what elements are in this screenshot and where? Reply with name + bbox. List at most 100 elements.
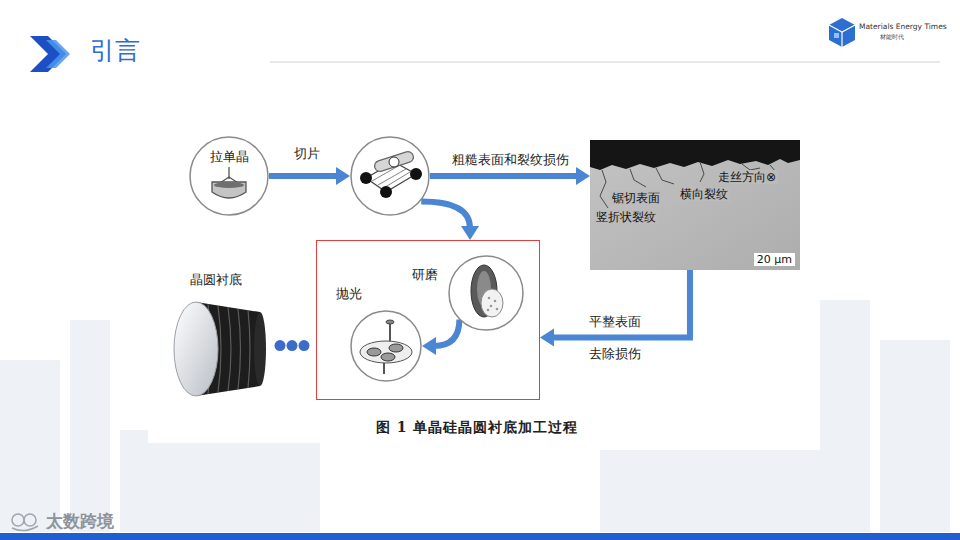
- dotted-link: [275, 340, 310, 351]
- node-label: 切片: [294, 146, 320, 161]
- header-chevron: [30, 36, 70, 72]
- node-illustration-part-part: [590, 140, 800, 270]
- arrow-line: [552, 270, 690, 338]
- micrograph: 走丝方向⊗横向裂纹锯切表面竖折状裂纹20 μm: [590, 140, 800, 270]
- arrow-head: [576, 167, 590, 185]
- logo-cube-part: [829, 18, 855, 47]
- figure-caption: 图 1 单晶硅晶圆衬底加工过程: [376, 418, 579, 436]
- skyline-part: [120, 430, 320, 532]
- header-chevron-part: [46, 40, 70, 68]
- node-illustration-part: [448, 255, 524, 331]
- node-illustration-part-part: [656, 168, 674, 184]
- node-illustration-part-part: [481, 289, 503, 317]
- node-label: 20 μm: [754, 253, 795, 266]
- skyline-part: [820, 300, 870, 532]
- logo-text: Materials Energy Times: [859, 22, 947, 31]
- edge-label: 平整表面: [587, 314, 643, 329]
- node-illustration: [350, 136, 430, 216]
- node-label: 研磨: [412, 267, 438, 282]
- skyline-part: [0, 360, 60, 532]
- process-circle: 研磨: [448, 255, 524, 331]
- node-illustration-part-part: [490, 305, 493, 308]
- flow-arrow: [430, 167, 590, 185]
- node-illustration-part-part: [367, 348, 381, 356]
- node-illustration-part-part: [351, 137, 429, 215]
- node-illustration-part: [168, 298, 268, 400]
- watermark-icon-part: [12, 514, 24, 526]
- node-illustration-part-part: [590, 140, 800, 170]
- flow-arrow: [269, 167, 350, 185]
- node-illustration-part-part: [380, 186, 392, 198]
- skyline-part: [70, 320, 110, 532]
- logo-cube-part: [829, 25, 855, 32]
- node-illustration-part-part: [496, 308, 499, 311]
- node-illustration-part-part: [381, 353, 395, 361]
- watermark: 太数跨境: [46, 511, 114, 531]
- node-label: 横向裂纹: [678, 187, 730, 201]
- process-circle: 切片: [350, 136, 430, 216]
- node-illustration: [168, 298, 268, 400]
- node-illustration-part-part: [449, 256, 523, 330]
- node-illustration: [350, 310, 422, 382]
- node-illustration-part-part: [360, 341, 412, 363]
- node-illustration-part-part: [380, 157, 408, 166]
- node-illustration-part: [590, 140, 800, 270]
- node-illustration-part-part: [487, 309, 490, 312]
- process-circle: 拉单晶: [189, 136, 269, 216]
- node-label: 抛光: [336, 286, 362, 301]
- logo-cube-part: [834, 33, 839, 38]
- node-label: 晶圆衬底: [190, 272, 242, 287]
- arrow-head: [422, 337, 436, 355]
- node-illustration-part-part: [600, 170, 608, 208]
- node-illustration-part-part: [214, 182, 244, 188]
- header-rule: [270, 62, 940, 63]
- watermark-icon-part: [24, 514, 36, 526]
- wafer-image: 晶圆衬底: [168, 298, 268, 400]
- arrow-line: [269, 173, 338, 179]
- node-illustration-part-part: [410, 168, 422, 180]
- step-group-box: 研磨抛光: [316, 240, 540, 400]
- node-illustration-part-part: [380, 157, 408, 166]
- arrow-line: [434, 320, 459, 346]
- link-dot: [275, 340, 286, 351]
- process-circle: 抛光: [350, 310, 422, 382]
- node-illustration-part-part: [351, 311, 421, 381]
- node-illustration-part-part: [386, 320, 394, 324]
- node-illustration: [590, 140, 800, 270]
- arrow-line: [421, 202, 470, 228]
- link-dot: [287, 340, 298, 351]
- node-illustration-part: [189, 136, 269, 216]
- node-illustration-part-part: [389, 157, 399, 167]
- node-illustration-part-part: [700, 162, 704, 182]
- node-illustration-part-part: [174, 302, 218, 396]
- skyline-part: [600, 450, 820, 532]
- node-label: 锯切表面: [610, 191, 662, 205]
- node-illustration: [189, 136, 269, 216]
- arrow-note: 去除损伤: [589, 346, 641, 361]
- slide-title: 引言: [90, 36, 140, 66]
- watermark-icon-part: [12, 526, 38, 531]
- node-label: 走丝方向⊗: [716, 170, 778, 184]
- watermark-icon: [12, 514, 38, 531]
- node-illustration-part-part: [190, 137, 268, 215]
- edge-label: 粗糙表面和裂纹损伤: [450, 152, 571, 167]
- node-illustration-part: [350, 136, 430, 216]
- node-illustration-part-part: [360, 172, 372, 184]
- node-illustration-part-part: [494, 300, 497, 303]
- node-illustration-part: [350, 310, 422, 382]
- logo-cube: [829, 18, 855, 47]
- logo-subtext: 材能时代: [880, 33, 904, 41]
- node-illustration-part-part: [389, 344, 403, 352]
- link-dot: [299, 340, 310, 351]
- arrow-head: [540, 329, 554, 347]
- node-illustration-part-part: [254, 312, 266, 386]
- arrow-head: [461, 226, 479, 240]
- node-illustration: [448, 255, 524, 331]
- flow-arrow: [540, 270, 690, 347]
- node-label: 拉单晶: [189, 149, 269, 164]
- node-illustration-part-part: [630, 169, 646, 187]
- figure-panel: [148, 128, 806, 443]
- flow-arrow: [422, 320, 459, 355]
- bottom-bar: [0, 533, 960, 540]
